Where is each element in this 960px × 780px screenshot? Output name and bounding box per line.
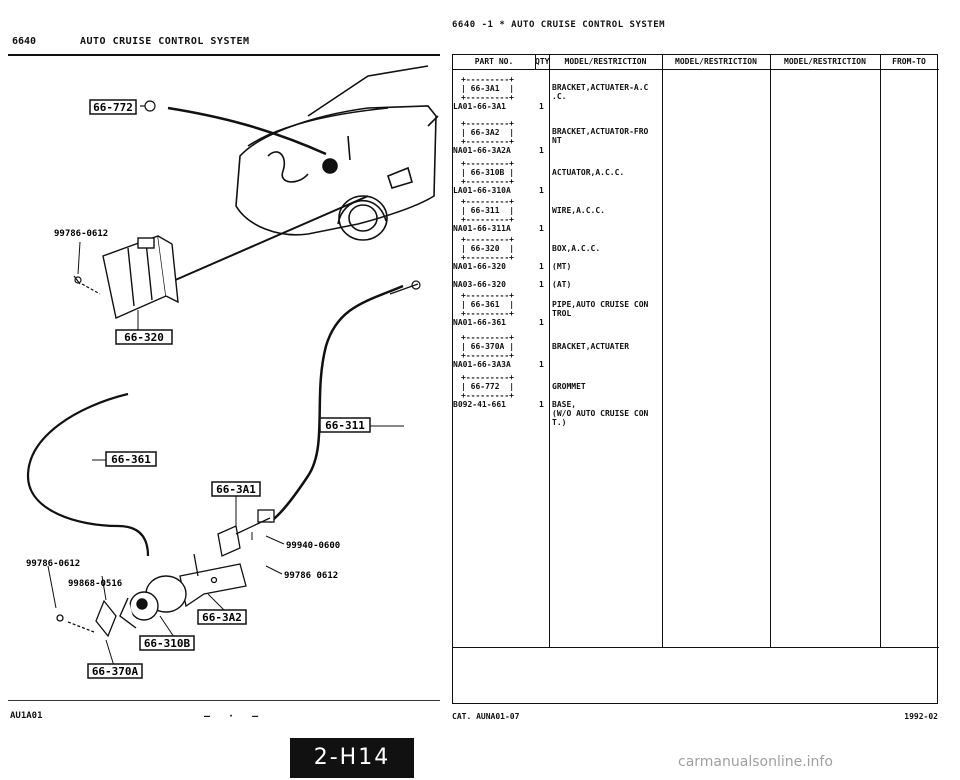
actuator-bracket-part	[56, 599, 117, 638]
col-divider	[549, 55, 550, 647]
harness-line	[172, 195, 369, 282]
control-box-part	[102, 235, 179, 319]
svg-text:66-370A: 66-370A	[92, 665, 139, 678]
footer-dashes: — · —	[204, 711, 265, 722]
bolt-label-2: 99940-0600	[286, 541, 340, 551]
bolt-label-3: 99786-0612	[26, 559, 80, 569]
part-description: WIRE,A.C.C.	[552, 206, 605, 215]
svg-text:66-320: 66-320	[124, 331, 164, 344]
callout-66-320: 66-320	[115, 329, 173, 345]
part-ref-box: +---------+ | 66-3A2 | +---------+	[461, 119, 515, 146]
part-ref-box: +---------+ | 66-320 | +---------+	[461, 235, 515, 262]
part-description: PIPE,AUTO CRUISE CON TROL	[552, 300, 649, 318]
section-code: 6640	[12, 36, 37, 47]
part-variant: (MT)	[552, 262, 572, 271]
part-description: BRACKET,ACTUATOR-FRO NT	[552, 127, 649, 145]
part-number: NA01-66-3A2A	[453, 146, 511, 155]
part-number: B092-41-661	[453, 400, 506, 409]
svg-text:66-310B: 66-310B	[144, 637, 191, 650]
illustration-ref: AU1A01	[10, 711, 43, 721]
callout-66-310B: 66-310B	[139, 635, 195, 651]
part-number: LA01-66-3A1	[453, 102, 506, 111]
bolt-label-4: 99786 0612	[284, 571, 338, 581]
part-description: BRACKET,ACTUATER	[552, 342, 630, 351]
part-qty-alt: 1	[539, 280, 544, 289]
col-part-no: PART NO.	[474, 57, 514, 66]
accelerator-cable	[269, 284, 404, 523]
col-divider	[770, 55, 771, 647]
part-ref-box: +---------+ | 66-310B | +---------+	[461, 159, 515, 186]
grommet-line	[167, 106, 327, 156]
part-number: LA01-66-310A	[453, 186, 511, 195]
table-bottom-rule	[453, 647, 939, 648]
car-illustration	[235, 65, 439, 241]
part-qty: 1	[539, 318, 544, 327]
parts-table-head: PART NO. QTY MODEL/RESTRICTION MODEL/RES…	[453, 55, 939, 70]
part-number-alt: NA03-66-320	[453, 280, 506, 289]
callout-66-370A: 66-370A	[87, 663, 143, 679]
catalog-number: CAT. AUNA01-07	[452, 712, 520, 721]
part-qty: 1	[539, 400, 544, 409]
svg-text:66-3A2: 66-3A2	[202, 611, 242, 624]
parts-table: PART NO. QTY MODEL/RESTRICTION MODEL/RES…	[452, 54, 939, 704]
actuator-part	[119, 575, 187, 629]
leader-lines	[47, 241, 404, 667]
callout-66-311: 66-311	[319, 417, 371, 433]
left-section-header: 6640 AUTO CRUISE CONTROL SYSTEM	[8, 32, 440, 56]
part-number: NA01-66-311A	[453, 224, 511, 233]
section-title: AUTO CRUISE CONTROL SYSTEM	[80, 36, 250, 47]
part-description: BRACKET,ACTUATER-A.C .C.	[552, 83, 649, 101]
callout-66-3A1: 66-3A1	[211, 481, 261, 497]
catalog-date: 1992-02	[904, 712, 938, 721]
svg-text:66-361: 66-361	[111, 453, 151, 466]
part-description: GROMMET	[552, 382, 586, 391]
part-ref-box: +---------+ | 66-772 | +---------+	[461, 373, 515, 400]
part-qty: 1	[539, 262, 544, 271]
svg-text:66-3A1: 66-3A1	[216, 483, 256, 496]
part-number: NA01-66-3A3A	[453, 360, 511, 369]
part-qty: 1	[539, 186, 544, 195]
left-footer: AU1A01 — · —	[8, 700, 440, 725]
rear-bracket-part	[179, 553, 247, 608]
callout-66-3A2: 66-3A2	[197, 609, 247, 625]
callout-66-361: 66-361	[105, 451, 157, 467]
part-description: BOX,A.C.C.	[552, 244, 601, 253]
svg-text:66-311: 66-311	[325, 419, 365, 432]
table-header-title: 6640 -1 * AUTO CRUISE CONTROL SYSTEM	[452, 20, 666, 30]
bolt-label-1: 99786-0612	[54, 229, 108, 239]
col-divider	[880, 55, 881, 647]
col-qty: QTY	[535, 57, 550, 66]
part-description: ACTUATOR,A.C.C.	[552, 168, 625, 177]
callout-66-772: 66-772	[89, 99, 137, 115]
col-divider	[535, 55, 536, 69]
part-qty: 1	[539, 146, 544, 155]
part-ref-box: +---------+ | 66-361 | +---------+	[461, 291, 515, 318]
part-qty: 1	[539, 102, 544, 111]
part-ref-box: +---------+ | 66-3A1 | +---------+	[461, 75, 515, 102]
front-bracket-part	[217, 509, 275, 557]
page-number-tab: 2-H14	[290, 738, 414, 778]
exploded-parts-diagram: 66-772 66-320 66-311 66-361 66-3A1 66-3A…	[26, 65, 439, 679]
part-qty: 1	[539, 360, 544, 369]
screw-part	[73, 275, 101, 295]
col-model-1: MODEL/RESTRICTION	[564, 57, 647, 66]
site-watermark: carmanualsonline.info	[678, 754, 833, 770]
col-divider	[662, 55, 663, 647]
part-ref-box: +---------+ | 66-370A | +---------+	[461, 333, 515, 360]
bolt-label-5: 99868-0516	[68, 579, 122, 589]
grommet-part	[140, 100, 156, 112]
svg-text:66-772: 66-772	[93, 101, 133, 114]
part-variant: BASE, (W/O AUTO CRUISE CON T.)	[552, 400, 649, 427]
part-qty: 1	[539, 224, 544, 233]
col-from-to: FROM-TO	[892, 57, 926, 66]
part-ref-box: +---------+ | 66-311 | +---------+	[461, 197, 515, 224]
col-model-3: MODEL/RESTRICTION	[784, 57, 866, 66]
part-number: NA01-66-361	[453, 318, 506, 327]
col-model-2: MODEL/RESTRICTION	[675, 57, 757, 66]
part-number: NA01-66-320	[453, 262, 506, 271]
vacuum-pipe	[26, 392, 150, 557]
part-variant-alt: (AT)	[552, 280, 572, 289]
